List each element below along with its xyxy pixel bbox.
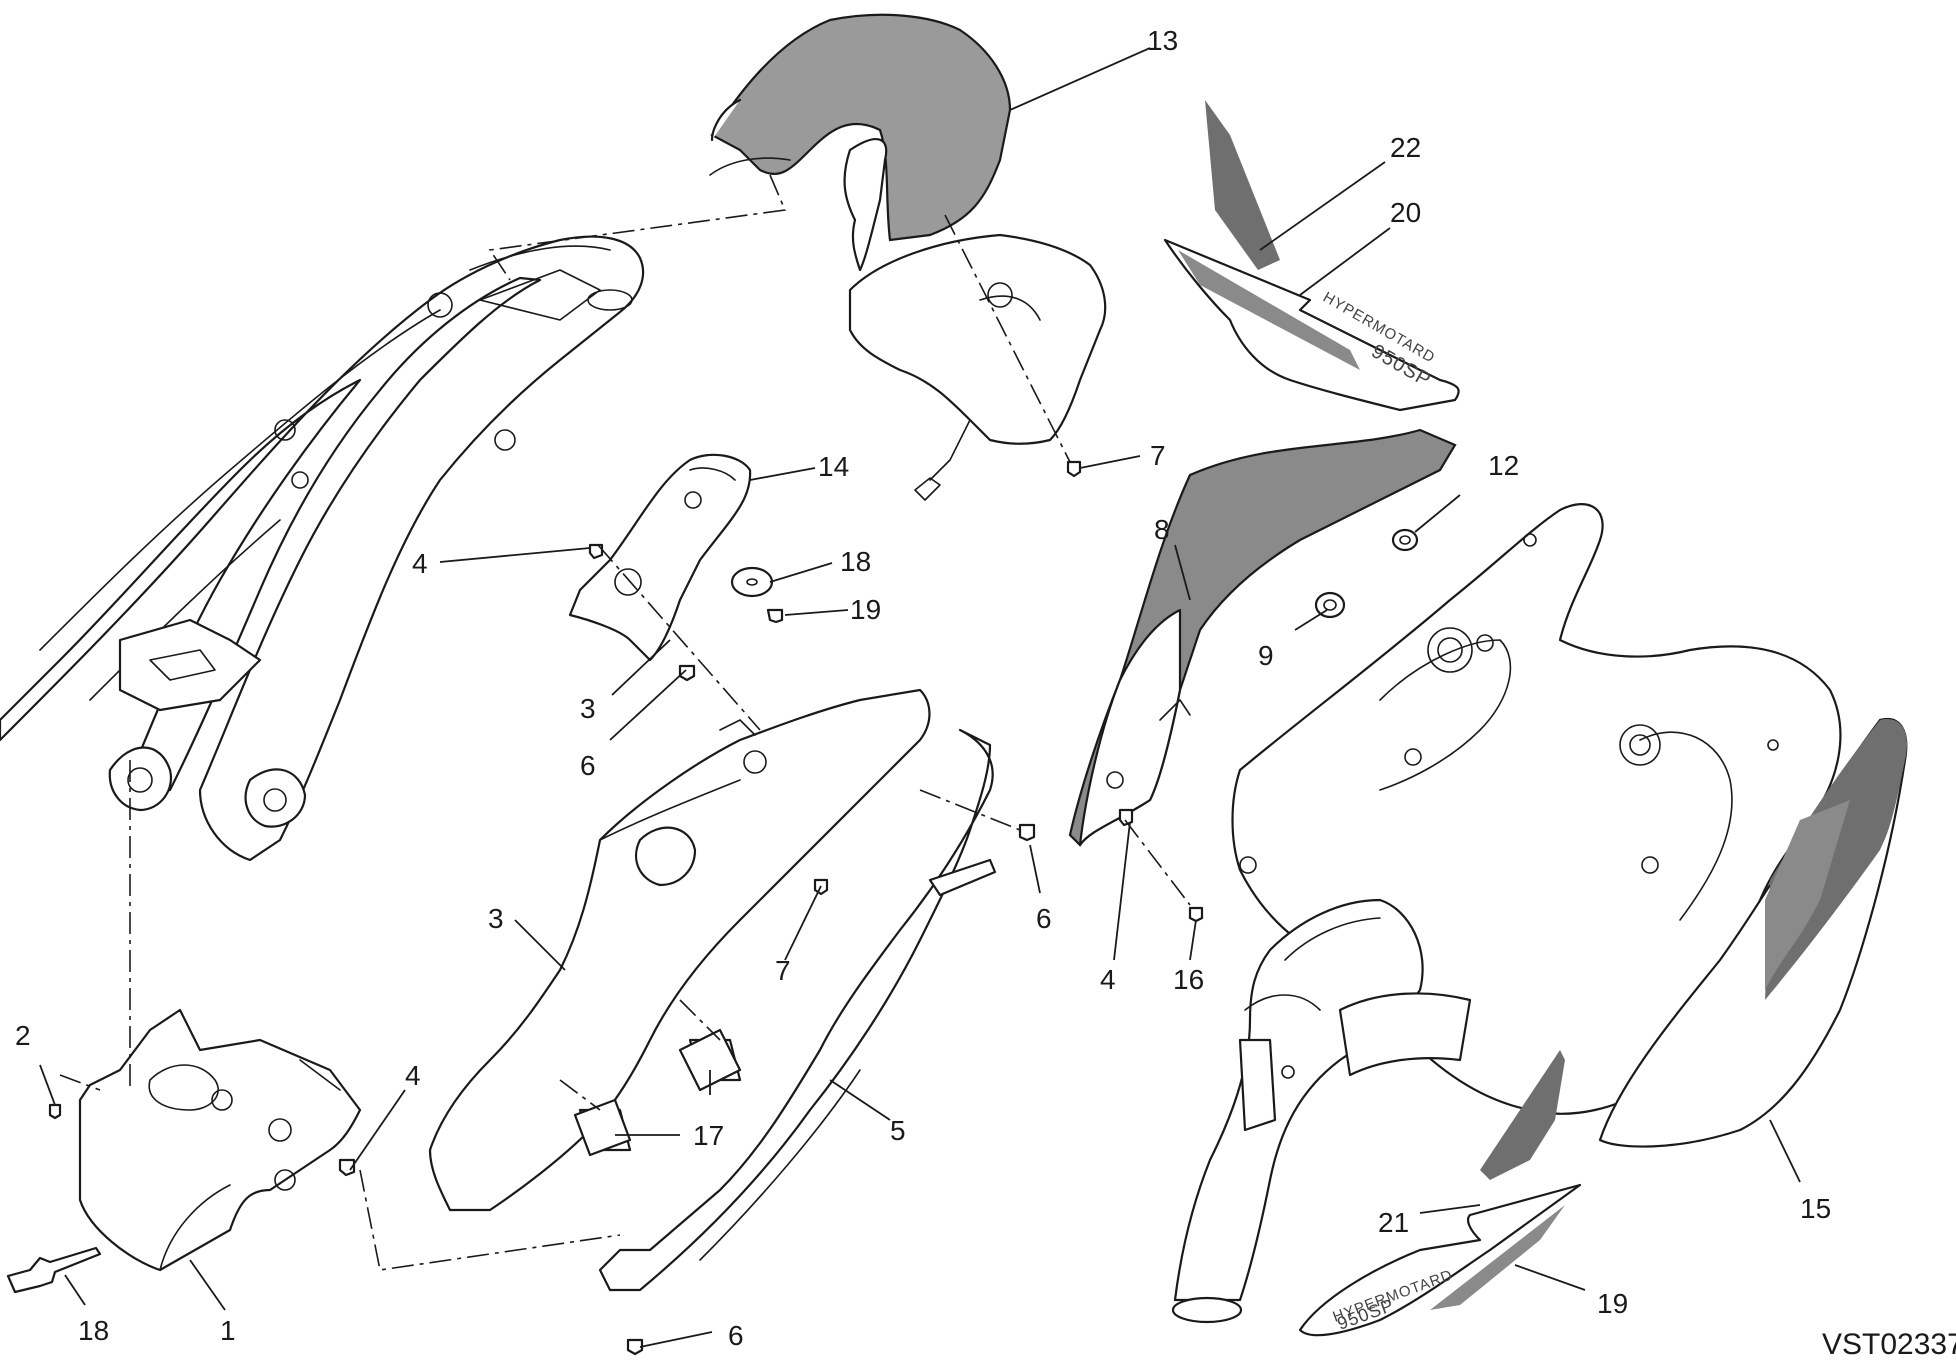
callout-5: 5 [890,1115,906,1146]
callout-14: 16 [1173,964,1204,995]
part-13-cover [1598,717,1908,1148]
drawing-code: VST02337 [1822,1328,1956,1360]
callout-6-lower: 6 [728,1320,744,1351]
part-12-plate [568,453,752,662]
decal-21 [1480,1050,1565,1180]
callout-7-lower: 7 [775,955,791,986]
tail-light-unit [848,233,1107,501]
callout-10: 12 [1488,450,1519,481]
decal-19: HYPERMOTARD 950SP [1298,1183,1582,1337]
part-18-cable-tie [6,1246,102,1294]
hardware [48,460,1204,1356]
callout-9: 9 [1258,640,1274,671]
part-10-grommet [1391,528,1419,552]
assembly-lines [59,174,1191,1271]
callout-4-lower: 4 [405,1060,421,1091]
callout-17: 19 [850,594,881,625]
callout-6-upper: 6 [580,750,596,781]
callout-7-upper: 7 [1150,440,1166,471]
part-3-undertray [428,688,931,1212]
callout-12: 14 [818,451,849,482]
callout-1: 1 [220,1315,236,1346]
callout-20: 20 [1390,197,1421,228]
callout-3-upper: 3 [580,693,596,724]
exhaust-pipes [1171,898,1472,1324]
callout-18-text: 18 [78,1315,109,1346]
part-9-grommet [1314,591,1346,619]
callout-4-upper: 4 [412,548,428,579]
callout-21: 21 [1378,1207,1409,1238]
part-17-screw [766,608,784,624]
rear-subframe [0,235,645,862]
part-1-bracket [78,1008,362,1272]
callout-13: 15 [1800,1193,1831,1224]
part-5-trim [598,728,997,1292]
callout-3-lower: 3 [488,903,504,934]
callout-15: 17 [693,1120,724,1151]
callout-16: 18 [840,546,871,577]
part-11-fender [709,13,1012,272]
decal-22 [1205,100,1280,270]
callout-22: 22 [1390,132,1421,163]
callout-8: 8 [1154,514,1170,545]
part-8-side-panel [1068,428,1457,847]
callout-4-right: 4 [1100,964,1116,995]
callout-19-text: 19 [1597,1288,1628,1319]
callout-labels: 13 22 20 7 14 4 18 19 3 6 12 8 9 6 3 7 4… [15,25,1831,1351]
part-16-washer [730,566,774,598]
callout-6-right: 6 [1036,903,1052,934]
callout-11: 13 [1147,25,1178,56]
decal-20: HYPERMOTARD 950SP [1163,238,1460,412]
callout-2: 2 [15,1020,31,1051]
leader-lines [39,47,1801,1348]
